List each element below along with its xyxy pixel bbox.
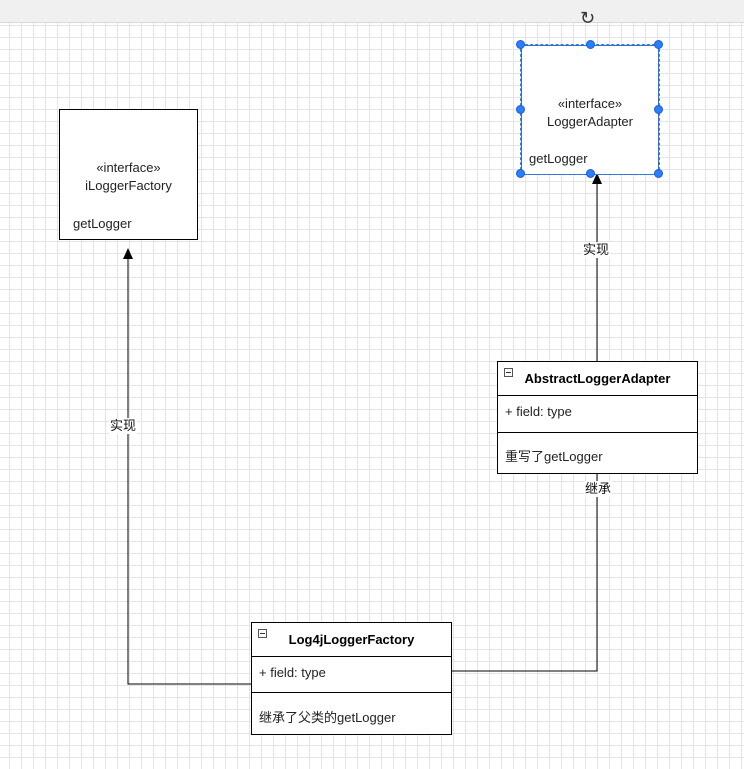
abstractloggeradapter-field: + field: type <box>505 404 572 419</box>
resize-handle-ne[interactable] <box>654 40 663 49</box>
abstractloggeradapter-title: AbstractLoggerAdapter <box>498 362 697 396</box>
log4jloggerfactory-title: Log4jLoggerFactory <box>252 623 451 657</box>
edge-label-implements-left[interactable]: 实现 <box>109 418 138 434</box>
collapse-icon[interactable] <box>258 629 267 638</box>
resize-handle-se[interactable] <box>654 169 663 178</box>
arrowhead-iloggerfactory <box>123 248 133 259</box>
loggeradapter-method: getLogger <box>529 151 588 166</box>
iloggerfactory-name: iLoggerFactory <box>85 178 172 193</box>
class-abstractloggeradapter[interactable]: AbstractLoggerAdapter + field: type 重写了g… <box>497 361 698 474</box>
edge-label-implements-right[interactable]: 实现 <box>582 242 611 258</box>
log4jloggerfactory-method: 继承了父类的getLogger <box>259 710 396 725</box>
resize-handle-n[interactable] <box>586 40 595 49</box>
edge-log4j-to-iloggerfactory[interactable] <box>127 252 251 685</box>
abstractloggeradapter-method: 重写了getLogger <box>505 449 603 464</box>
log4jloggerfactory-field: + field: type <box>259 665 326 680</box>
abstractloggeradapter-divider <box>498 432 697 433</box>
resize-handle-nw[interactable] <box>516 40 525 49</box>
log4jloggerfactory-divider <box>252 692 451 693</box>
rotate-icon[interactable]: ↻ <box>580 8 596 28</box>
interface-iloggerfactory[interactable]: «interface» iLoggerFactory getLogger <box>59 109 198 240</box>
class-log4jloggerfactory[interactable]: Log4jLoggerFactory + field: type 继承了父类的g… <box>251 622 452 735</box>
edge-label-inherits[interactable]: 继承 <box>584 481 613 497</box>
loggeradapter-name: LoggerAdapter <box>546 114 633 129</box>
resize-handle-s[interactable] <box>586 169 595 178</box>
resize-handle-e[interactable] <box>654 105 663 114</box>
selection-outline <box>520 44 660 175</box>
loggeradapter-stereotype: «interface» <box>557 96 623 111</box>
iloggerfactory-method: getLogger <box>73 216 132 231</box>
resize-handle-sw[interactable] <box>516 169 525 178</box>
arrowhead-loggeradapter <box>592 173 602 184</box>
edge-log4j-to-abstractloggeradapter[interactable] <box>452 412 598 672</box>
iloggerfactory-stereotype: «interface» <box>96 160 161 175</box>
top-toolbar-strip <box>0 0 744 23</box>
collapse-icon[interactable] <box>504 368 513 377</box>
resize-handle-w[interactable] <box>516 105 525 114</box>
